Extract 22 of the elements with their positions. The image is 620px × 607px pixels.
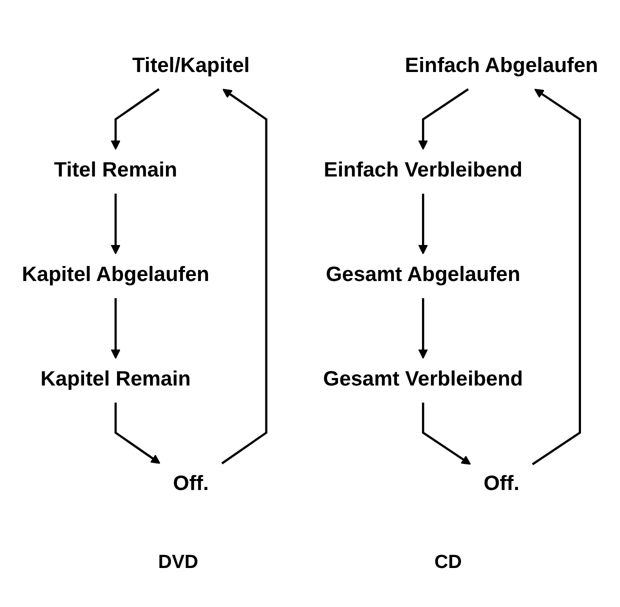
arrow — [418, 88, 469, 150]
arrow — [418, 298, 428, 359]
arrow — [114, 402, 160, 464]
arrow — [422, 402, 471, 465]
node-text: Off. — [484, 472, 520, 496]
arrow — [110, 298, 120, 359]
node-text: Titel Remain — [54, 159, 178, 182]
node-text: Kapitel Abgelaufen — [22, 264, 210, 287]
node-text: Gesamt Verbleibend — [323, 368, 524, 392]
node-text: Off. — [173, 472, 209, 496]
column-label: CD — [434, 552, 462, 574]
arrow — [110, 88, 160, 150]
arrow — [110, 194, 120, 254]
arrow — [221, 88, 268, 464]
node-text: Einfach Verbleibend — [324, 159, 522, 182]
node-text: Kapitel Remain — [40, 368, 191, 392]
node-text: Titel/Kapitel — [132, 54, 250, 78]
node-text: Einfach Abgelaufen — [404, 54, 598, 78]
node-text: Gesamt Abgelaufen — [326, 264, 520, 287]
arrow — [532, 88, 581, 466]
arrow — [418, 194, 428, 254]
column-label: DVD — [158, 552, 198, 574]
